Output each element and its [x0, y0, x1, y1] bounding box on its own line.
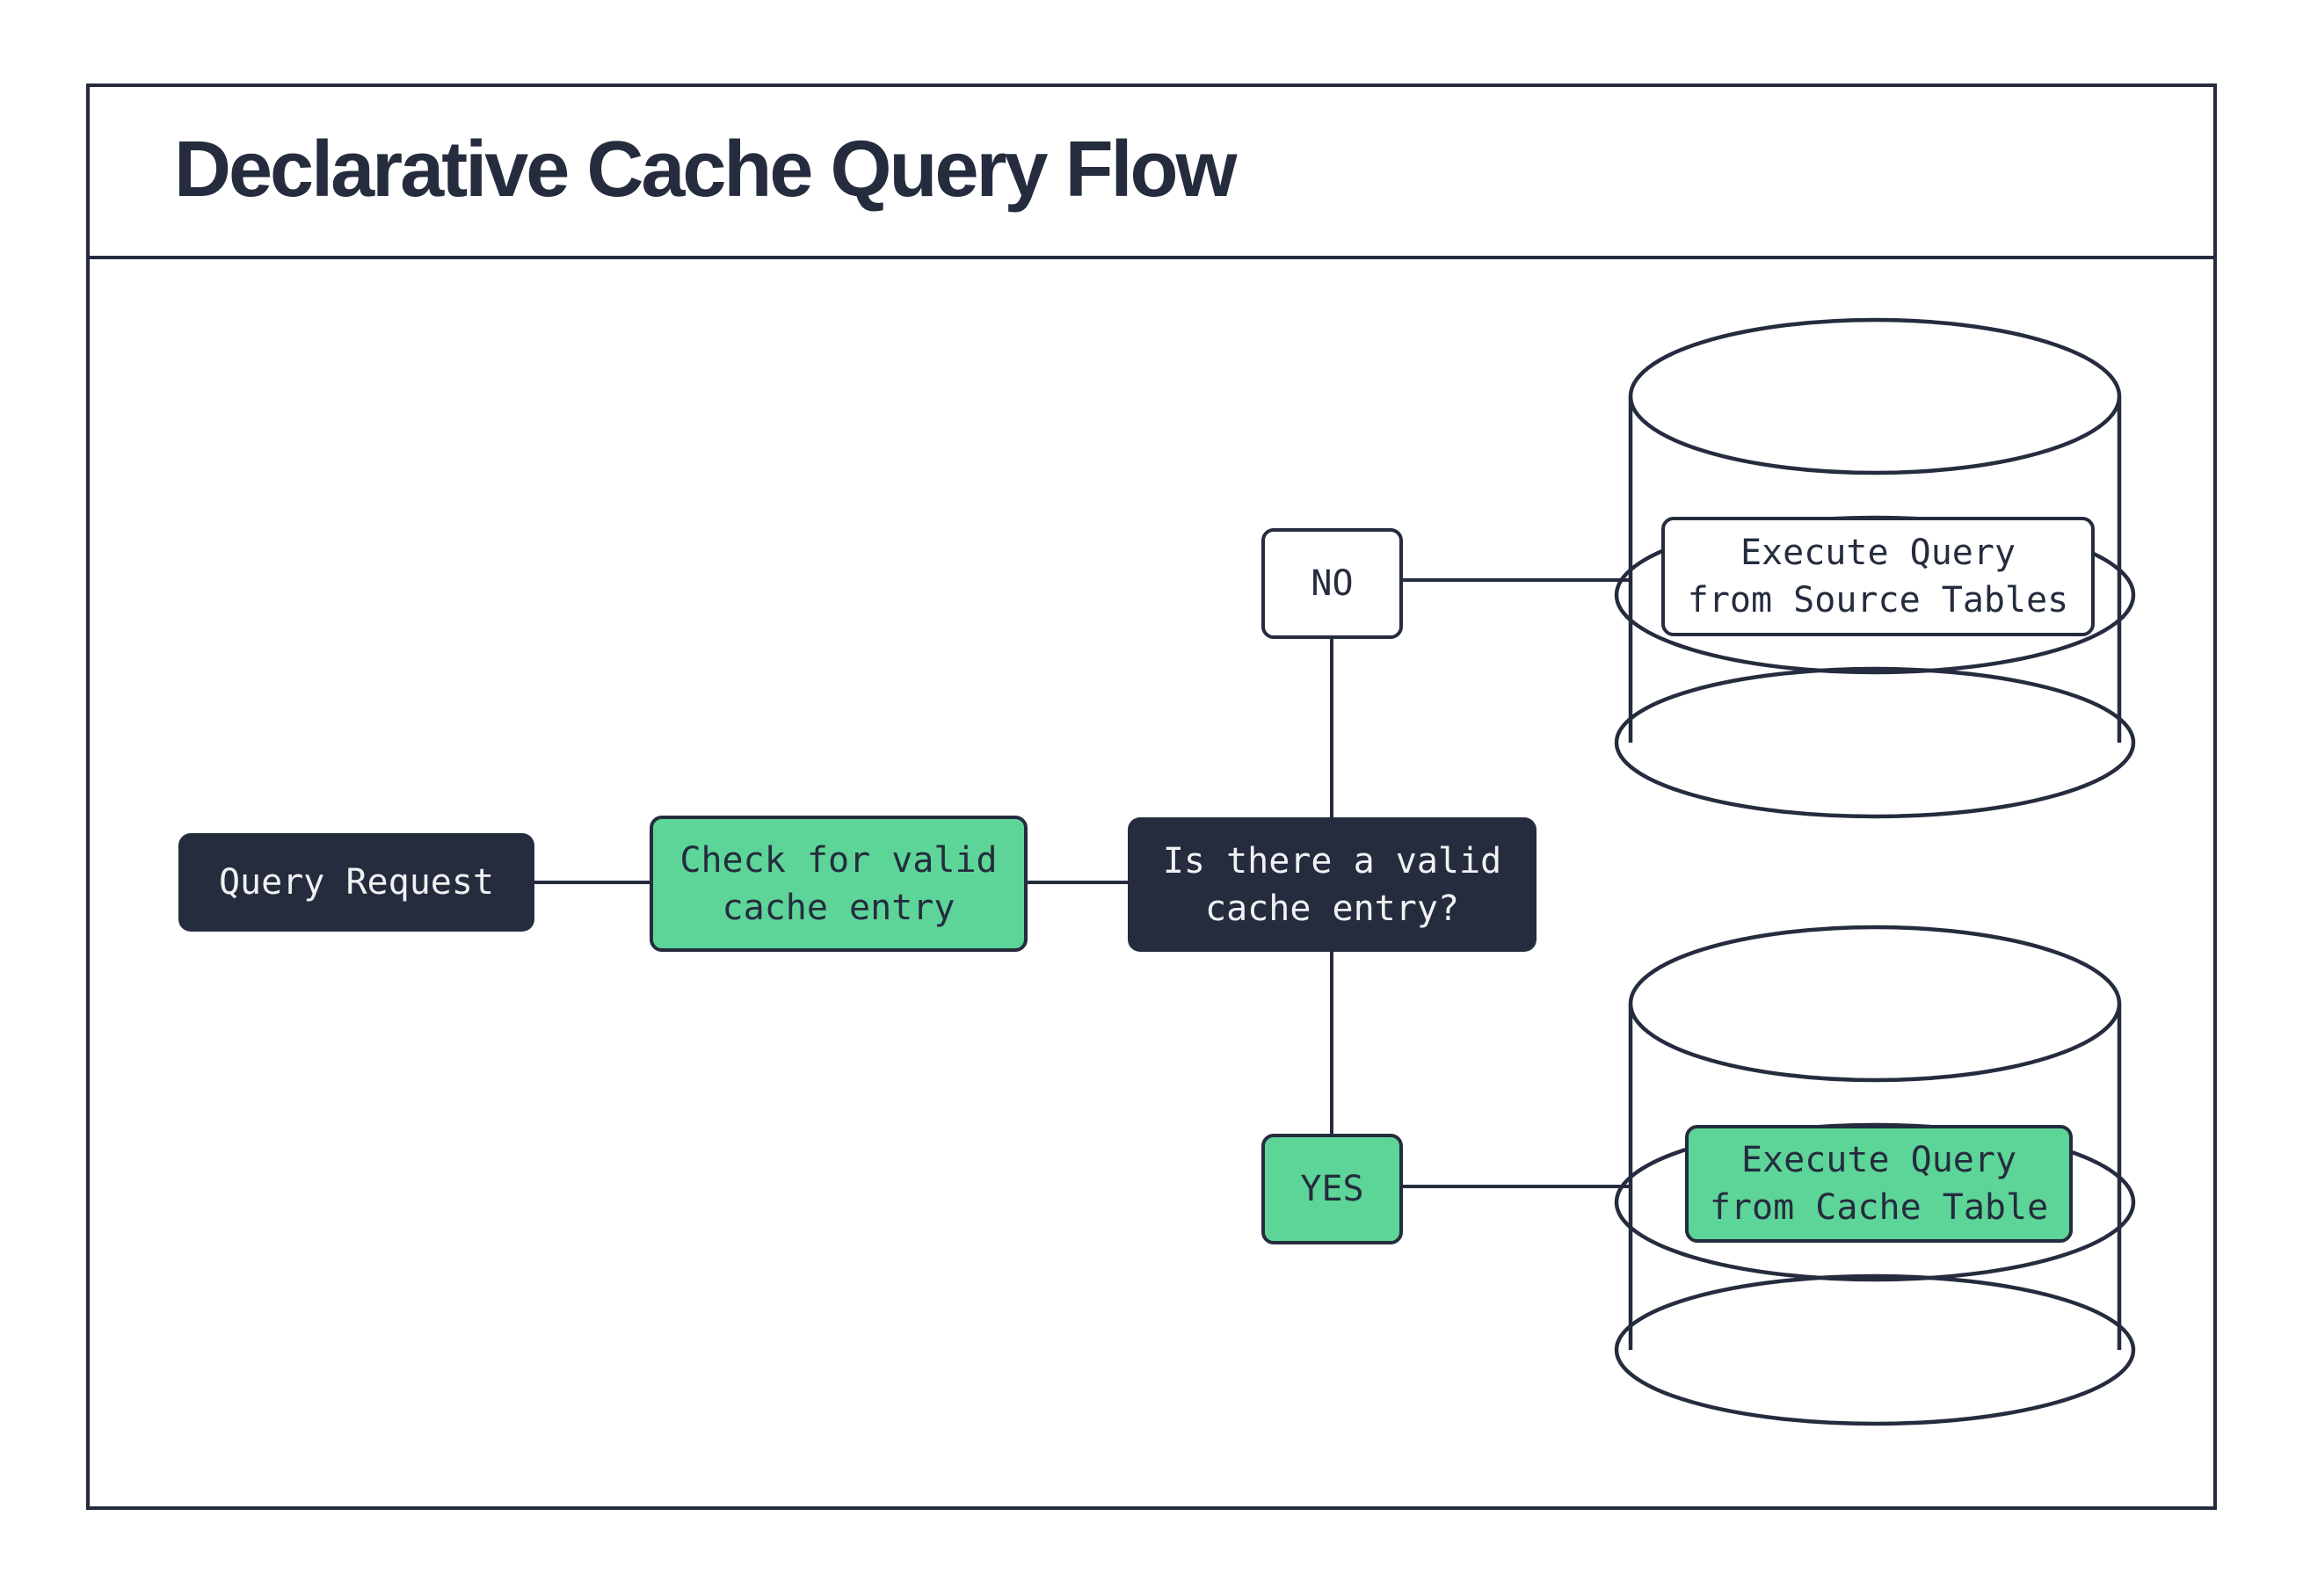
- yes-branch-label: YES: [1300, 1169, 1364, 1209]
- connector-decision-to-no: [1330, 637, 1333, 819]
- execute-source-label-line1: Execute Query: [1740, 533, 2016, 573]
- check-cache-label-line2: cache entry: [722, 887, 955, 928]
- execute-cache-label-line1: Execute Query: [1740, 1140, 2017, 1180]
- execute-source-node: Execute Query from Source Tables: [1661, 517, 2095, 636]
- yes-branch-node: YES: [1261, 1134, 1403, 1244]
- connector-decision-to-yes: [1330, 950, 1333, 1135]
- connector-check-to-decision: [1028, 881, 1135, 884]
- execute-cache-node: Execute Query from Cache Table: [1685, 1125, 2073, 1243]
- decision-label-line2: cache entry?: [1205, 888, 1459, 929]
- no-branch-label: NO: [1311, 563, 1354, 604]
- page-title: Declarative Cache Query Flow: [174, 125, 1238, 214]
- query-request-label: Query Request: [218, 862, 495, 903]
- check-cache-label-line1: Check for valid: [679, 839, 998, 881]
- query-request-node: Query Request: [178, 833, 534, 932]
- connector-yes-to-cache-db: [1403, 1185, 1635, 1188]
- connector-query-to-check: [534, 881, 651, 884]
- decision-node: Is there a valid cache entry?: [1128, 817, 1537, 952]
- check-cache-node: Check for valid cache entry: [650, 816, 1028, 952]
- no-branch-node: NO: [1261, 528, 1403, 639]
- execute-source-label-line2: from Source Tables: [1687, 580, 2069, 620]
- connector-no-to-source-db: [1403, 578, 1635, 582]
- execute-cache-label-line2: from Cache Table: [1709, 1187, 2049, 1228]
- title-bar: Declarative Cache Query Flow: [86, 83, 2217, 259]
- decision-label-line1: Is there a valid: [1162, 840, 1502, 881]
